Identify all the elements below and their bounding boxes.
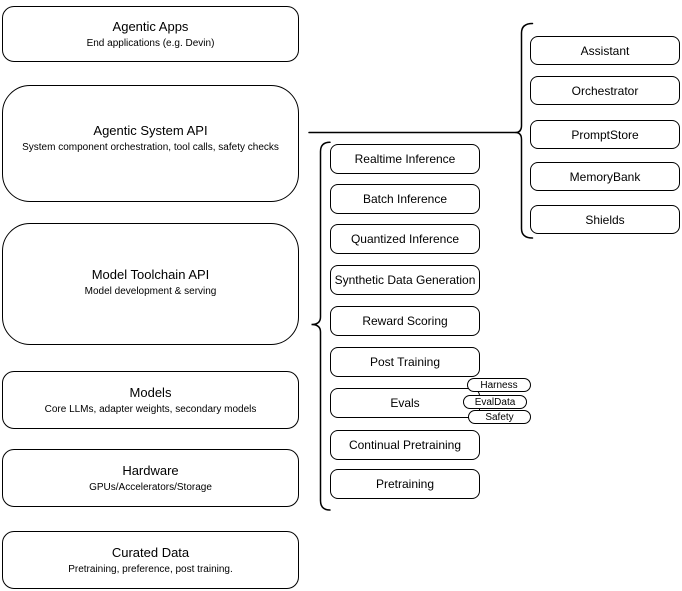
tag-safety: Safety (468, 410, 531, 424)
brace-system-components (515, 22, 534, 239)
node-subtitle: Core LLMs, adapter weights, secondary mo… (44, 403, 257, 415)
node-shields: Shields (530, 205, 680, 234)
node-hardware: Hardware GPUs/Accelerators/Storage (2, 449, 299, 507)
node-reward-scoring: Reward Scoring (330, 306, 480, 336)
node-subtitle: System component orchestration, tool cal… (22, 142, 279, 153)
node-title: Agentic System API (93, 123, 208, 138)
node-pretraining: Pretraining (330, 469, 480, 499)
node-title: Model Toolchain API (91, 266, 210, 282)
tag-evaldata: EvalData (463, 395, 527, 409)
node-model-toolchain-api: Model Toolchain API Model development & … (2, 223, 299, 345)
node-memorybank: MemoryBank (530, 162, 680, 191)
node-subtitle: GPUs/Accelerators/Storage (89, 481, 212, 493)
node-models: Models Core LLMs, adapter weights, secon… (2, 371, 299, 429)
node-subtitle: Pretraining, preference, post training. (68, 563, 233, 575)
node-agentic-apps: Agentic Apps End applications (e.g. Devi… (2, 6, 299, 62)
node-title: Hardware (122, 462, 179, 478)
node-orchestrator: Orchestrator (530, 76, 680, 105)
node-title: Models (129, 384, 172, 400)
node-assistant: Assistant (530, 36, 680, 65)
node-subtitle: Model development & serving (84, 285, 217, 297)
node-post-training: Post Training (330, 347, 480, 377)
node-continual-pretraining: Continual Pretraining (330, 430, 480, 460)
node-title: Curated Data (111, 544, 190, 560)
node-curated-data: Curated Data Pretraining, preference, po… (2, 531, 299, 589)
node-synthetic-data-generation: Synthetic Data Generation (330, 265, 480, 295)
node-subtitle: End applications (e.g. Devin) (86, 37, 215, 49)
node-evals: Evals (330, 388, 480, 418)
brace-toolchain (311, 141, 331, 511)
node-realtime-inference: Realtime Inference (330, 144, 480, 174)
node-agentic-system-api: Agentic System API System component orch… (2, 85, 299, 202)
node-title: Agentic Apps (112, 18, 189, 34)
node-quantized-inference: Quantized Inference (330, 224, 480, 254)
node-batch-inference: Batch Inference (330, 184, 480, 214)
tag-harness: Harness (467, 378, 531, 392)
node-promptstore: PromptStore (530, 120, 680, 149)
